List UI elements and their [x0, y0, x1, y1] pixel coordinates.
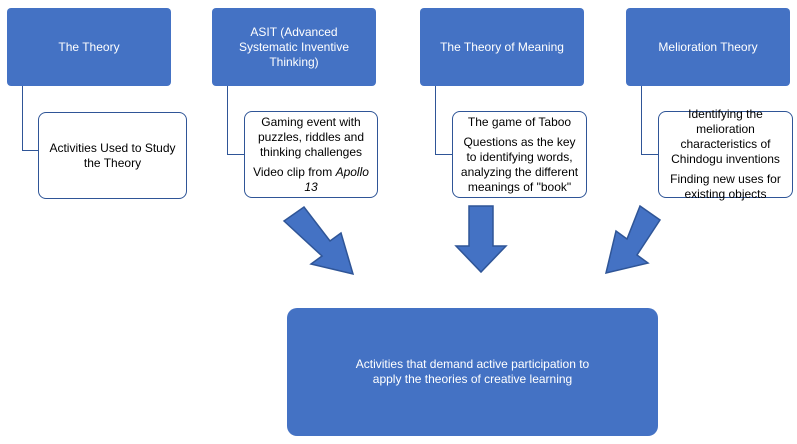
detail-box-melioration-theory: Identifying the melioration characterist… — [658, 107, 793, 201]
connector-line — [435, 86, 453, 155]
detail-text: Identifying the melioration characterist… — [671, 107, 780, 166]
header-theory-of-meaning: The Theory of Meaning — [420, 8, 584, 86]
detail-text: Questions as the key to identifying word… — [460, 134, 579, 194]
header-the-theory: The Theory — [7, 8, 171, 86]
header-melioration-theory: Melioration Theory — [626, 8, 790, 86]
detail-text: Gaming event with puzzles, riddles and t… — [257, 114, 365, 159]
arrow-down-right-icon — [282, 205, 355, 276]
connector-line — [641, 86, 659, 155]
result-box: Activities that demand active participat… — [287, 308, 658, 436]
header-label: The Theory — [58, 39, 120, 54]
arrow-down-icon — [454, 205, 508, 274]
video-title: Apollo 13 — [304, 164, 369, 194]
connector-line — [22, 86, 39, 151]
arrow-down-left-icon — [604, 204, 662, 275]
detail-box-theory-of-meaning: The game of Taboo Questions as the key t… — [452, 111, 587, 198]
detail-text: Finding new uses for existing objects — [670, 172, 781, 201]
header-asit: ASIT (Advanced Systematic Inventive Thin… — [212, 8, 376, 86]
header-label: Melioration Theory — [658, 39, 758, 54]
header-label: ASIT (Advanced Systematic Inventive Thin… — [238, 24, 350, 69]
result-text: Activities that demand active participat… — [355, 357, 590, 386]
detail-text: The game of Taboo — [467, 114, 572, 129]
detail-text: Activities Used to Study the Theory — [49, 140, 176, 170]
detail-box-the-theory: Activities Used to Study the Theory — [38, 112, 187, 199]
connector-line — [227, 86, 245, 155]
header-label: The Theory of Meaning — [440, 39, 564, 54]
video-prefix: Video clip from — [253, 164, 336, 179]
video-clip-line: Video clip from Apollo 13 — [251, 165, 371, 195]
detail-box-asit: Gaming event with puzzles, riddles and t… — [244, 111, 378, 198]
